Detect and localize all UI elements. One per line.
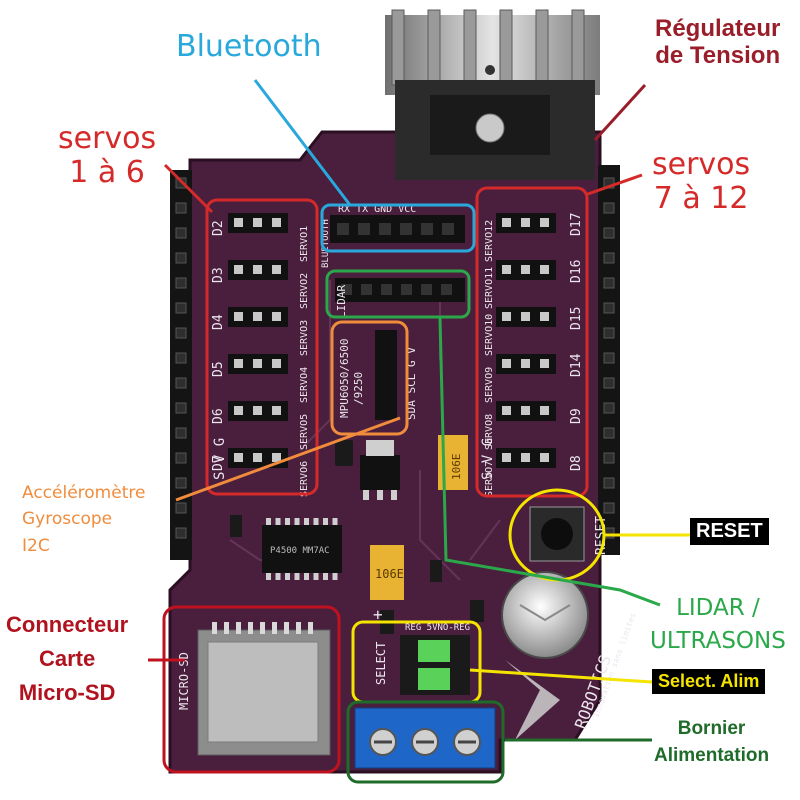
leader-lines [148,79,690,742]
silk-servo-right: SERVO11 [484,267,495,309]
annotation-boxes [162,186,606,784]
label-reset: RESET [690,518,769,545]
small-regulator [360,440,400,500]
box-micro-sd [162,605,341,774]
silk-mpu-line2: /9250 [352,372,365,405]
silk-servo-left: SERVO3 [299,320,310,356]
silk-sgv-left: S V G [212,438,228,480]
reset-button [529,506,585,562]
micro-sd-connector [197,622,331,756]
label-servos-right: servos 7 à 12 [652,148,750,215]
silk-pin-left: D2 [211,220,226,236]
silk-servo-left: SERVO2 [299,273,310,309]
label-bornier: Bornier Alimentation [654,716,769,769]
box-lidar [325,269,471,319]
power-select-jumper [400,635,470,695]
power-terminal-block [354,707,496,769]
box-accelerometer [330,320,409,436]
silk-select: SELECT [374,642,388,685]
silk-pin-left: D6 [211,408,226,424]
label-regulator: Régulateur de Tension [655,15,781,70]
silk-servo-left: SERVO6 [299,461,310,497]
capacitor-tantalum-2 [370,545,404,600]
silk-servo-left: SERVO4 [299,367,310,403]
label-lidar-line2: ULTRASONS [650,628,786,655]
label-bluetooth: Bluetooth [176,29,322,64]
servo-headers-left [228,213,288,468]
lidar-header [335,278,465,302]
label-servos-right-line2: 7 à 12 [653,180,749,216]
label-servos-left-line1: servos [58,121,157,156]
voltage-regulator-heatsink [385,9,600,180]
silk-cap2: 106E [375,567,404,581]
silk-servo-left: SERVO5 [299,414,310,450]
label-servos-left-line2: 1 à 6 [69,154,145,190]
label-bornier-line1: Bornier [677,718,746,739]
silk-pin-right: D8 [569,455,584,471]
silk-servo-right: SERVO9 [484,367,495,403]
silk-cap1: 106E [450,454,463,481]
label-micro-sd-line3: Micro-SD [18,680,116,706]
brand-logo [505,660,560,740]
box-bluetooth [320,203,476,253]
silk-bluetooth-pins: RX TX GND VCC [338,204,416,215]
label-micro-sd: Connecteur Carte Micro-SD [6,608,128,710]
silk-pin-right: D9 [569,408,584,424]
silk-pin-right: D17 [569,213,584,236]
box-power-terminal [346,700,505,784]
label-accelerometer: Accéléromètre Gyroscope I2C [22,480,145,559]
label-lidar: LIDAR / ULTRASONS [650,592,786,659]
label-micro-sd-line1: Connecteur [6,612,129,637]
label-accelerometer-line3: I2C [22,535,50,556]
silk-pin-left: D3 [211,267,226,283]
capacitor-electrolytic [501,571,589,659]
silk-pin-left: D7 [211,455,226,471]
silk-bluetooth: BLUETOOTH [321,219,331,268]
silk-servo-right: SERVO7 [484,461,495,497]
silk-micro-sd: MICRO-SD [177,652,191,710]
silk-pin-right: D15 [569,307,584,330]
mpu-header [375,330,397,420]
smd-components [230,440,484,634]
label-servos-left: servos 1 à 6 [58,122,156,189]
chip [262,518,342,580]
silk-chip: P4500 MM7AC [270,546,330,556]
label-accelerometer-line1: Accéléromètre [22,483,146,503]
silk-servo-left: SERVO1 [299,226,310,262]
silk-pin-right: D16 [569,260,584,283]
silk-pin-left: D4 [211,314,226,330]
silk-reset: RESET [594,516,609,555]
label-servos-right-line1: servos [652,147,751,182]
silk-mpu-line1: MPU6050/6500 [338,339,351,418]
silk-servo-right: SERVO12 [484,220,495,262]
label-select-alim: Select. Alim [652,669,766,694]
silk-servo-right: SERVO8 [484,414,495,450]
left-header-strip [170,170,192,560]
silk-servo-right: SERVO10 [484,314,495,356]
silk-reg-switch: REG 5VNO-REG [405,623,470,633]
label-micro-sd-line2: Carte [39,646,96,672]
label-regulator-line1: Régulateur [655,15,781,42]
label-regulator-line2: de Tension [655,41,781,69]
silk-pin-left: D5 [211,361,226,377]
bluetooth-header [330,215,465,243]
silk-pin-right: D14 [569,353,584,377]
silk-sgv-right: S V G [480,438,496,480]
silk-lidar: LIDAR [335,285,348,318]
label-accelerometer-line2: Gyroscope [22,509,113,530]
servo-headers-right [496,213,556,468]
silk-plus: + [373,605,383,624]
box-servos-left [205,198,319,496]
label-bornier-line2: Alimentation [654,744,770,766]
label-lidar-line1: LIDAR / [676,595,760,621]
right-header-strip [598,165,620,555]
